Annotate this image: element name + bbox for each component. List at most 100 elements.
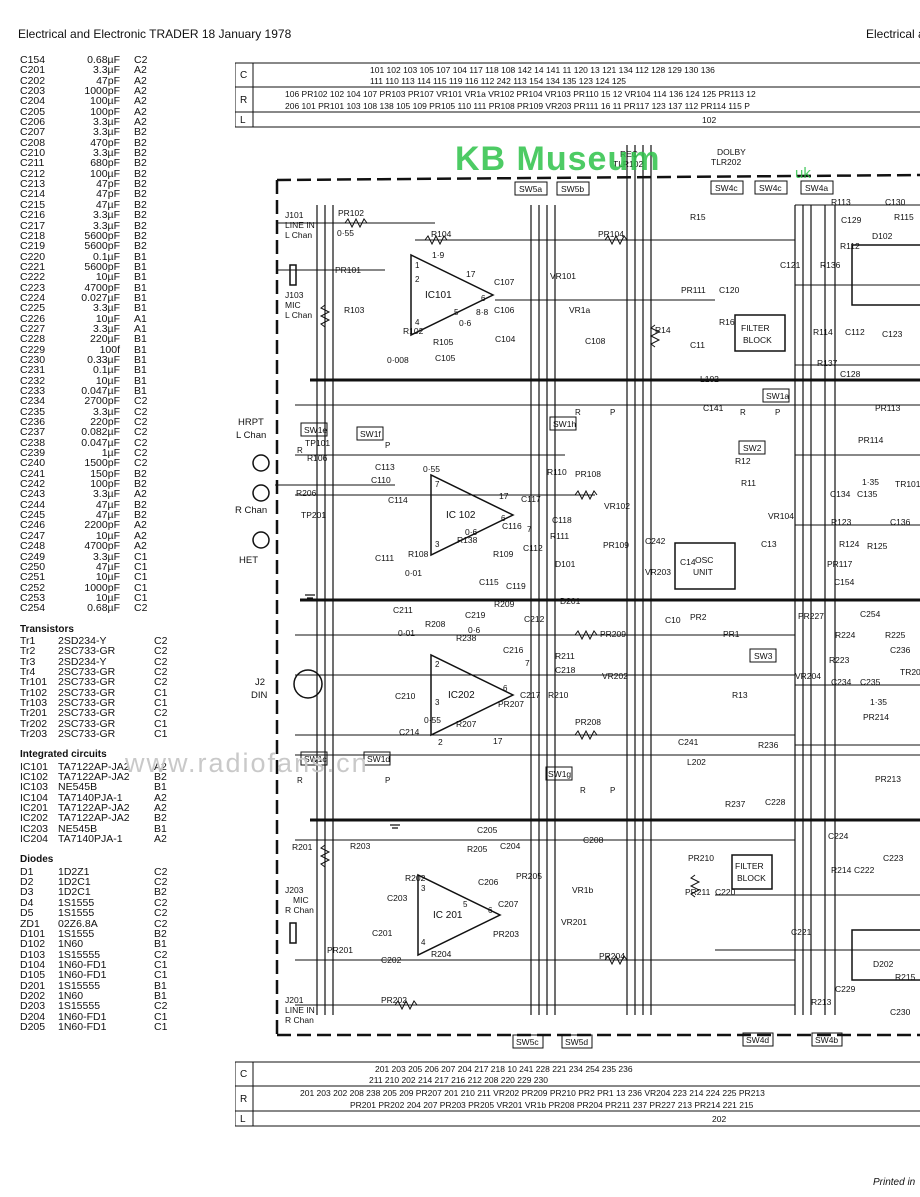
lbl-r124: R124	[839, 539, 860, 549]
lbl-pr1: PR1	[723, 629, 740, 639]
part-ref: D204	[20, 1010, 46, 1023]
lbl-c108: C108	[585, 336, 606, 346]
lbl-hrpt-l-chan: L Chan	[236, 430, 266, 441]
part-ref: IC204	[20, 833, 49, 846]
page-header-right: Electrical a	[866, 27, 920, 41]
grid-ref: A2	[154, 791, 167, 804]
part-value: 2SC733-GR	[58, 686, 116, 699]
grid-ref: C2	[134, 395, 148, 408]
lbl-l-chan-2: L Chan	[285, 310, 312, 320]
lbl-c117: C117	[521, 494, 541, 504]
grid-ref: B2	[154, 771, 167, 784]
lbl-r-chan-hrpt: R Chan	[235, 505, 267, 516]
part-ref: D1	[20, 865, 34, 878]
part-ref: IC102	[20, 771, 49, 784]
part-ref: C202	[20, 74, 46, 87]
lbl-sw1a: SW1a	[766, 391, 789, 401]
part-value: 2200pF	[84, 519, 120, 532]
part-ref: C205	[20, 105, 46, 118]
lbl-c220: C220	[715, 887, 736, 897]
ics-heading: Integrated circuits	[20, 749, 107, 761]
ic201-pin-5: 5	[463, 900, 468, 909]
part-value: 1500pF	[84, 457, 120, 470]
grid-ref: B2	[134, 467, 147, 480]
ic101-pin-5: 5	[454, 308, 459, 317]
part-value: 2SD234-Y	[58, 655, 107, 668]
part-ref: C252	[20, 581, 46, 594]
circuit-schematic: C R L 101 102 103 105 107 104 117 118 10…	[235, 62, 920, 1127]
grid-top-l-row: 102	[702, 115, 716, 125]
lbl-pr204: PR204	[599, 951, 625, 961]
grid-bottom-r-row1: 201 203 202 208 238 205 209 PR207 201 21…	[300, 1088, 765, 1098]
part-value: 3.3µF	[92, 219, 120, 232]
grid-ref: C1	[154, 1020, 168, 1033]
grid-ref: C1	[134, 571, 148, 584]
lbl-r123: R123	[831, 517, 852, 527]
grid-ref: C1	[154, 728, 168, 740]
grid-bottom-c-row1: 201 203 205 206 207 204 217 218 10 241 2…	[375, 1064, 633, 1074]
lbl-mic-r: MIC	[293, 895, 309, 905]
part-ref: C243	[20, 488, 46, 501]
grid-bottom-l-letter: L	[240, 1114, 246, 1125]
part-ref: C208	[20, 136, 46, 149]
lbl-osc-1: OSC	[695, 555, 713, 565]
grid-bottom-c-row2: 211 210 202 214 217 216 212 208 220 229 …	[369, 1075, 548, 1085]
part-value: 1N60	[58, 938, 84, 951]
part-ref: C222	[20, 271, 46, 284]
part-value: 1N60-FD1	[58, 1010, 107, 1023]
part-value: 47pF	[96, 74, 120, 87]
part-ref: D203	[20, 1000, 46, 1013]
part-ref: D102	[20, 938, 46, 951]
part-ref: C228	[20, 333, 46, 346]
part-ref: D105	[20, 969, 46, 982]
lbl-c121: C121	[780, 260, 801, 270]
grid-ref: B1	[154, 989, 167, 1002]
part-value: 5600pF	[84, 240, 120, 253]
sw1g-p-contact: P	[610, 786, 615, 795]
ic101-pin-2: 2	[415, 275, 420, 284]
grid-ref: C2	[154, 645, 168, 658]
part-ref: C251	[20, 571, 46, 584]
lbl-055-c: 0·55	[424, 715, 441, 725]
lbl-0008: 0·008	[387, 355, 409, 365]
lbl-c105: C105	[435, 353, 456, 363]
lbl-sw4c: SW4c	[715, 183, 738, 193]
grid-ref: B2	[134, 219, 147, 232]
part-ref: C241	[20, 467, 46, 480]
part-value: 2SC733-GR	[58, 676, 116, 689]
part-value: TA7140PJA-1	[58, 791, 123, 804]
part-value: 0.047µF	[81, 385, 120, 397]
part-value: 47µF	[95, 498, 120, 511]
lbl-pr104: PR104	[598, 229, 624, 239]
grid-ref: B2	[134, 240, 147, 253]
lbl-r16: R16	[719, 317, 735, 327]
lbl-pr201: PR201	[327, 945, 353, 955]
grid-ref: C2	[154, 948, 168, 961]
part-value: 0.1µF	[92, 364, 120, 377]
grid-ref: B1	[134, 291, 147, 304]
lbl-17-c: 17	[493, 736, 503, 746]
part-value: 1N60-FD1	[58, 958, 107, 971]
ic201-pin-4: 4	[421, 938, 426, 947]
lbl-j2: J2	[255, 677, 265, 688]
part-value: 1S1555	[58, 907, 95, 920]
part-ref: C254	[20, 602, 46, 615]
grid-ref: B2	[134, 147, 147, 160]
part-ref: Tr101	[20, 676, 48, 689]
part-ref: C230	[20, 353, 46, 366]
grid-ref: B1	[154, 938, 167, 951]
grid-ref: C1	[134, 560, 148, 573]
lbl-r236: R236	[758, 740, 779, 750]
lbl-tlr102: TLR102	[613, 159, 644, 169]
